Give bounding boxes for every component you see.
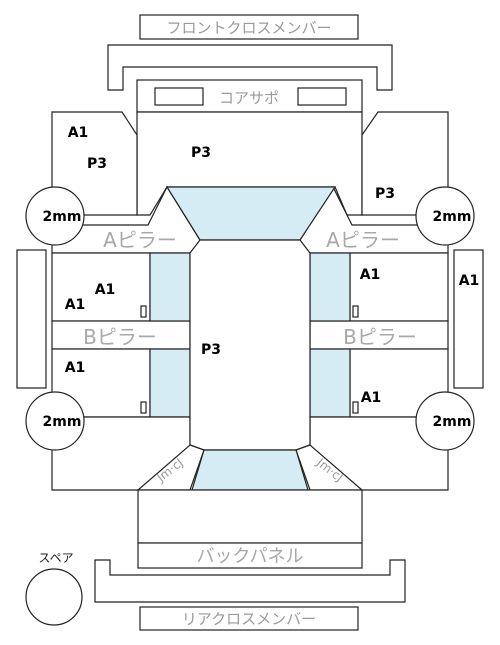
a-pillar-right-label: Aピラー [326, 228, 400, 252]
back-panel-label: バックパネル [196, 546, 303, 567]
door-handle-rear-right [352, 401, 359, 414]
door-handle-front-right [352, 305, 359, 318]
front-cross-member-label: フロントクロスメンバー [166, 19, 331, 37]
grade-front-door-right: A1 [360, 267, 381, 283]
door-handle-front-left [140, 305, 147, 318]
grade-front-door-left-inner: A1 [65, 297, 86, 313]
grade-rear-door-left: A1 [65, 360, 86, 376]
grade-rear-door-right: A1 [361, 390, 382, 406]
tire-rear-right-tread: 2mm [433, 414, 472, 430]
front-door-right [349, 252, 449, 322]
rear-cross-member-label: リアクロスメンバー [182, 610, 316, 628]
b-pillar-left-label: Bピラー [83, 325, 157, 349]
b-pillar-right-label: Bピラー [343, 325, 417, 349]
spare-tire [25, 568, 83, 626]
rear-bumper [94, 559, 406, 603]
b-pillar-left [51, 320, 191, 350]
tire-rear-left-tread: 2mm [43, 414, 82, 430]
grade-roof: P3 [201, 342, 221, 358]
tire-front-right-tread: 2mm [433, 209, 472, 225]
back-panel-box [137, 542, 363, 569]
front-fender-right [361, 111, 449, 216]
grade-front-fender-right: P3 [375, 186, 395, 202]
side-sill-left [16, 249, 47, 389]
grade-side-right: A1 [459, 273, 480, 289]
rear-cross-member-box [139, 606, 359, 631]
trunk [137, 489, 363, 544]
grade-front-fender-left: A1 [68, 125, 89, 141]
front-window-left [149, 252, 191, 322]
tire-front-right [415, 186, 475, 246]
core-support-label: コアサポ [219, 89, 279, 107]
tire-rear-right [415, 391, 475, 451]
headlight-right [297, 87, 347, 106]
rear-window [191, 449, 309, 491]
grade-front-fender-left-p: P3 [87, 156, 107, 172]
tire-front-left-tread: 2mm [43, 209, 82, 225]
tire-rear-left [25, 391, 85, 451]
front-cross-member-box [139, 14, 359, 40]
grade-hood: P3 [191, 145, 211, 161]
headlight-left [154, 87, 204, 106]
spare-label: スペア [38, 551, 73, 565]
side-sill-right [453, 249, 484, 389]
front-window-right [309, 252, 351, 322]
grade-front-door-left-outer: A1 [95, 282, 116, 298]
a-pillar-left-label: Aピラー [103, 228, 177, 252]
rear-window-right [309, 348, 351, 418]
door-handle-rear-left [140, 401, 147, 414]
front-bumper [107, 44, 393, 91]
rear-window-left [149, 348, 191, 418]
front-door-left [51, 252, 151, 322]
tire-front-left [25, 186, 85, 246]
b-pillar-right [309, 320, 449, 350]
